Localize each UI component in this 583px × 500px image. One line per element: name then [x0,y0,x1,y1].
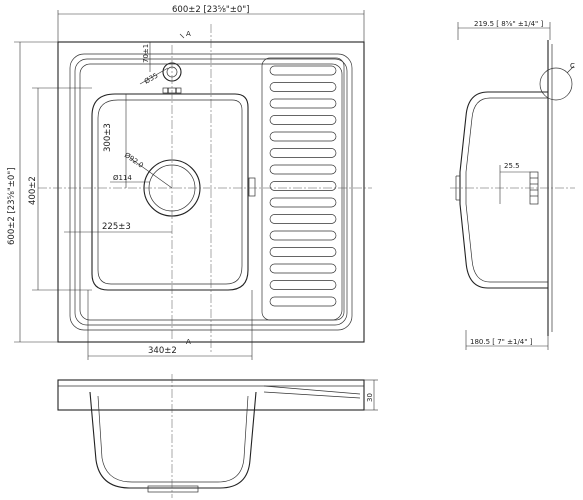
bowl-width-label: 340±2 [148,346,177,356]
drain-offset-x-label: 225±3 [102,222,131,232]
drain-inner-dia-label: Ø114 [113,174,132,182]
top-view: A A 600±2 [23⅝"±0"] 600±2 [23⅝"±0"] 400±… [7,5,372,360]
side-top-width-label: 219.5 [ 8⅝" ±1/4" ] [474,20,543,28]
overall-width-label: 600±2 [23⅝"±0"] [172,5,250,15]
section-mark-bottom: A [186,338,191,346]
drainboard-slot [269,181,337,191]
drainboard-slot [269,148,337,158]
side-bowl-body [459,91,548,289]
drainboard-slot [269,247,337,257]
section-mark-top: A [186,30,191,38]
rim-height-label: 30 [366,393,374,402]
drainboard-slot [269,65,337,76]
bowl-height-label: 400±2 [28,176,38,205]
bowl-outline [91,93,249,291]
drainboard-slot [269,115,337,125]
tap-offset-label: 70±1 [142,44,150,63]
drainboard-slot [269,197,337,208]
drainboard-slot [269,230,337,241]
side-view: 219.5 [ 8⅝" ±1/4" ] 25.5 C 180.5 [ 7" ±1… [450,20,575,350]
drainboard-slot [269,280,337,290]
front-bowl [89,391,257,489]
front-rim [57,379,365,411]
drainboard-slot [269,263,337,274]
drainboard-slot [269,214,337,224]
drainboard-slots [269,65,337,307]
drainboard-slot [269,98,337,109]
front-view: 30 [57,374,378,498]
drain-offset-y-label: 300±3 [103,123,113,152]
drainboard-slot [269,164,337,175]
drain-depth-label: 25.5 [504,162,520,170]
detail-circle-c [539,67,573,101]
overall-height-label: 600±2 [23⅝"±0"] [7,168,17,246]
side-bottom-width-label: 180.5 [ 7" ±1/4" ] [470,338,533,346]
drainboard-slot [269,131,337,142]
drainboard-slot [269,296,337,307]
tap-dia-label: Ø35 [143,72,159,86]
drainboard-slot [269,82,337,92]
detail-mark-c: C [570,62,575,70]
